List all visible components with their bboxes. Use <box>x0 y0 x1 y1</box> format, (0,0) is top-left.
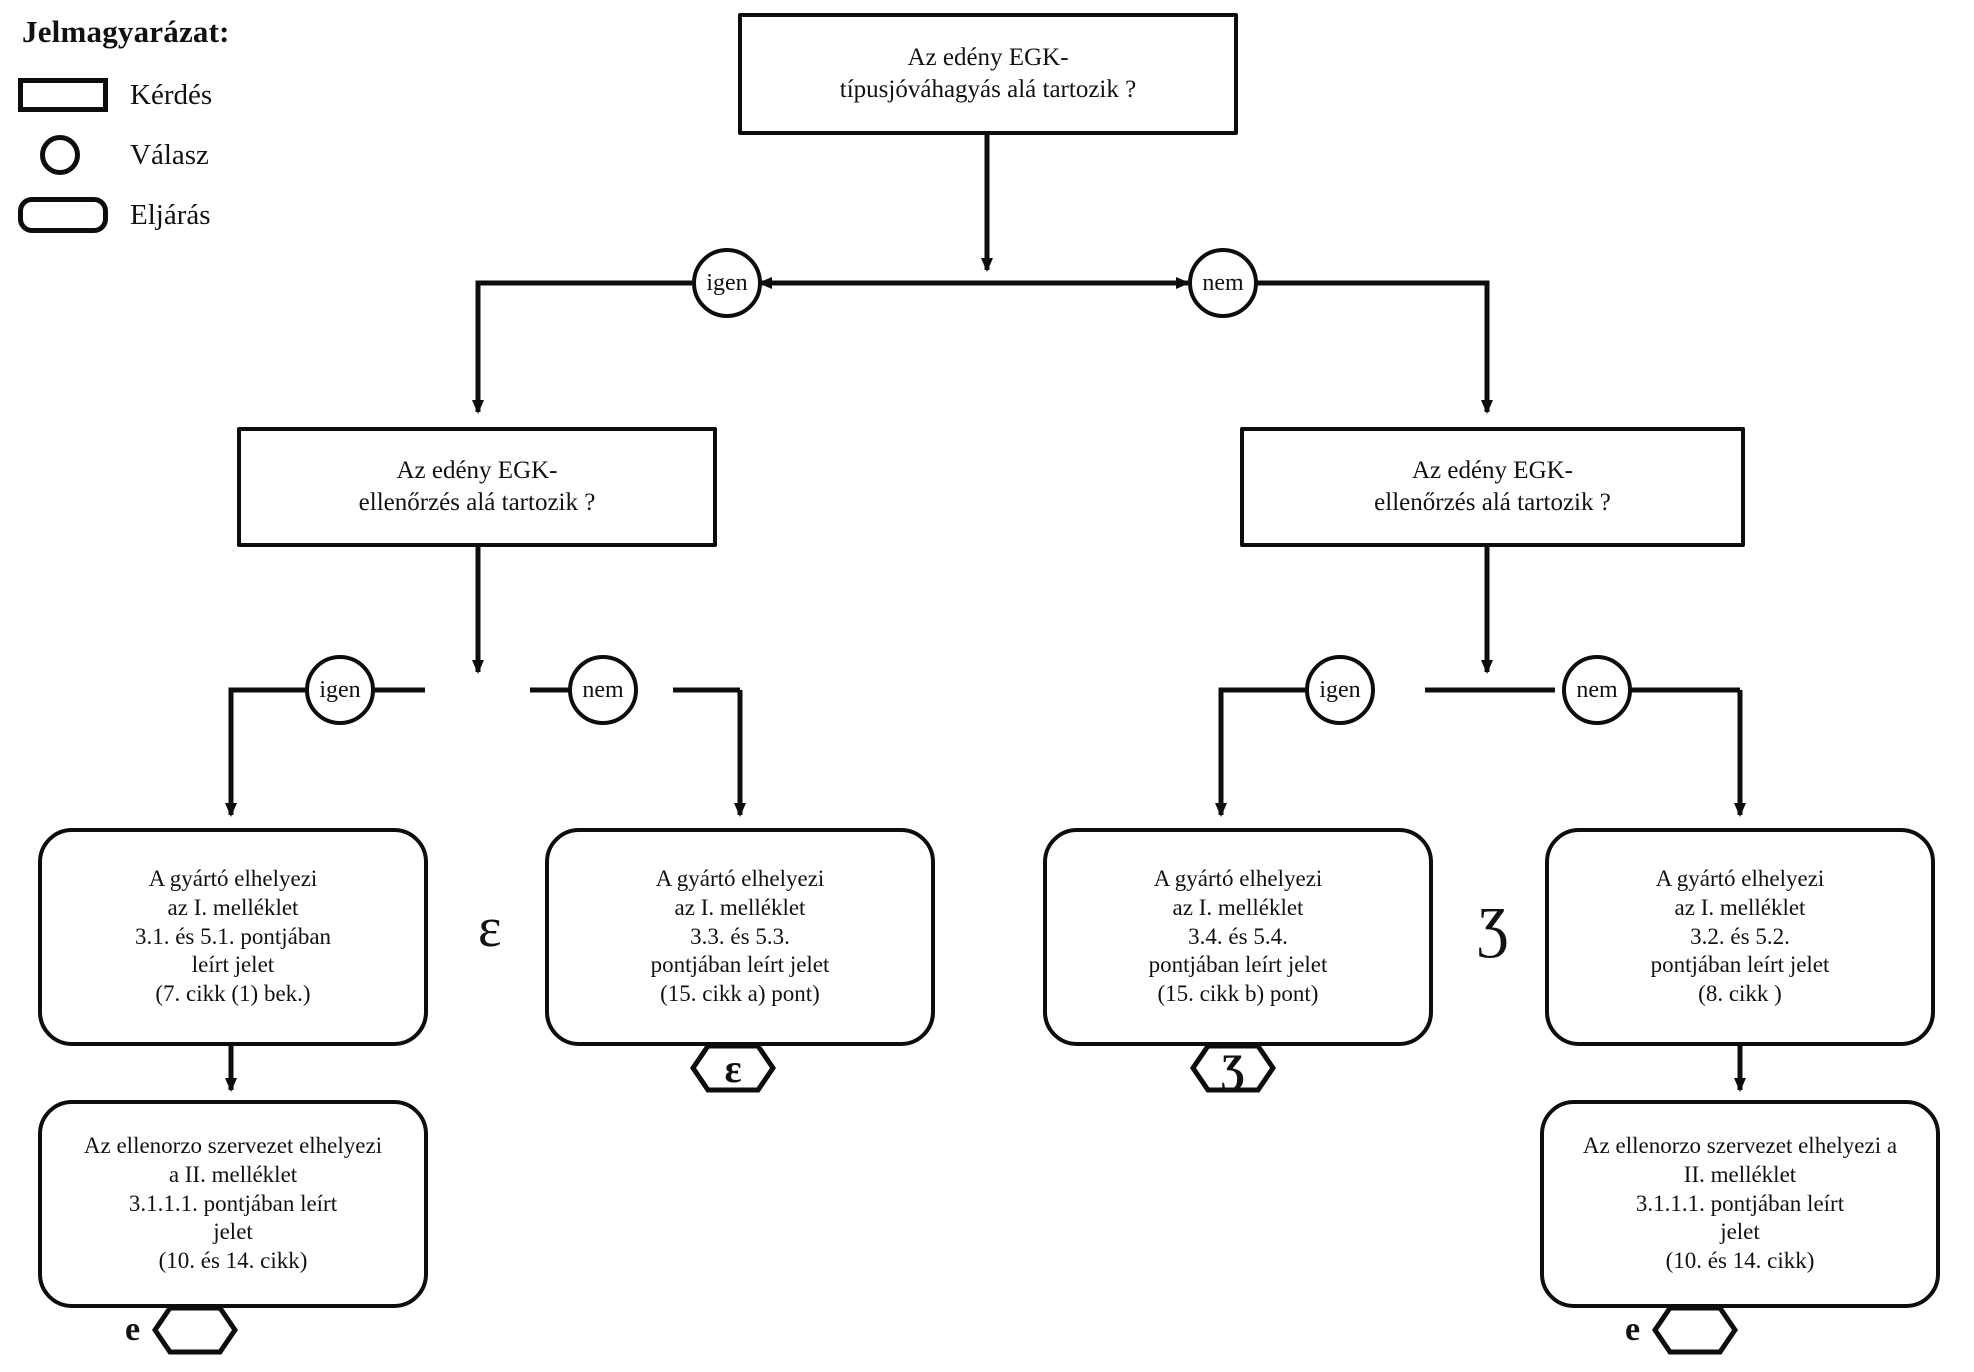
question-left-ellenorzes: Az edény EGK- ellenőrzés alá tartozik ? <box>237 427 717 547</box>
question-shape-icon <box>18 78 108 112</box>
procedure-6: Az ellenorzo szervezet elhelyezi a II. m… <box>1540 1100 1940 1308</box>
hexagon-glyph: Ʒ <box>1221 1045 1245 1091</box>
legend-swatch-circle <box>18 135 122 175</box>
hexagon-mark-bottom-left: e <box>125 1305 239 1355</box>
procedure-shape-icon <box>18 197 108 233</box>
answer-left-igen-text: igen <box>319 677 361 703</box>
legend-title: Jelmagyarázat: <box>22 14 230 49</box>
answer-right-nem: nem <box>1562 655 1632 725</box>
hexagon-mark-bottom-right: e <box>1625 1305 1739 1355</box>
procedure-5: Az ellenorzo szervezet elhelyezi a II. m… <box>38 1100 428 1308</box>
legend: Jelmagyarázat: Kérdés Válasz Eljárás <box>18 14 230 252</box>
answer-shape-icon <box>40 135 80 175</box>
legend-item-question: Kérdés <box>18 72 230 118</box>
answer-root-igen-text: igen <box>706 270 748 296</box>
legend-item-procedure: Eljárás <box>18 192 230 238</box>
answer-left-nem-text: nem <box>582 677 624 703</box>
procedure-3: A gyártó elhelyezi az I. melléklet 3.4. … <box>1043 828 1433 1046</box>
epsilon-mark-left: ε <box>478 897 502 959</box>
procedure-4-text: A gyártó elhelyezi az I. melléklet 3.2. … <box>1650 865 1830 1007</box>
answer-root-igen: igen <box>692 248 762 318</box>
hexagon-prefix-letter: e <box>1625 1311 1641 1348</box>
procedure-5-text: Az ellenorzo szervezet elhelyezi a II. m… <box>83 1132 383 1274</box>
answer-root-nem-text: nem <box>1202 270 1244 296</box>
procedure-2-text: A gyártó elhelyezi az I. melléklet 3.3. … <box>650 865 830 1007</box>
hexagon-icon: Ʒ <box>1190 1043 1276 1093</box>
hexagon-icon <box>152 1305 239 1355</box>
question-root-text: Az edény EGK- típusjóváhagyás alá tartoz… <box>839 43 1137 104</box>
question-right-ellenorzes: Az edény EGK- ellenőrzés alá tartozik ? <box>1240 427 1745 547</box>
answer-left-nem: nem <box>568 655 638 725</box>
hexagon-mark-under-procedure-2: ε <box>690 1043 776 1093</box>
procedure-2: A gyártó elhelyezi az I. melléklet 3.3. … <box>545 828 935 1046</box>
hexagon-icon <box>1652 1305 1739 1355</box>
hexagon-icon: ε <box>690 1043 776 1093</box>
legend-item-answer: Válasz <box>18 132 230 178</box>
answer-left-igen: igen <box>305 655 375 725</box>
hexagon-glyph: ε <box>724 1045 742 1091</box>
procedure-1-text: A gyártó elhelyezi az I. melléklet 3.1. … <box>134 865 332 1007</box>
answer-right-igen: igen <box>1305 655 1375 725</box>
answer-right-nem-text: nem <box>1576 677 1618 703</box>
procedure-6-text: Az ellenorzo szervezet elhelyezi a II. m… <box>1582 1132 1898 1274</box>
legend-label-question: Kérdés <box>130 78 213 111</box>
legend-swatch-rectangle <box>18 78 122 112</box>
legend-swatch-rounded <box>18 197 122 233</box>
hexagon-prefix-letter: e <box>125 1311 141 1348</box>
hexagon-mark-under-procedure-3: Ʒ <box>1190 1043 1276 1093</box>
legend-label-procedure: Eljárás <box>130 198 211 231</box>
legend-label-answer: Válasz <box>130 138 209 171</box>
answer-right-igen-text: igen <box>1319 677 1361 703</box>
procedure-4: A gyártó elhelyezi az I. melléklet 3.2. … <box>1545 828 1935 1046</box>
question-right-text: Az edény EGK- ellenőrzés alá tartozik ? <box>1374 456 1611 517</box>
epsilon-mark-right: Ʒ <box>1478 897 1509 959</box>
procedure-3-text: A gyártó elhelyezi az I. melléklet 3.4. … <box>1148 865 1328 1007</box>
answer-root-nem: nem <box>1188 248 1258 318</box>
question-root: Az edény EGK- típusjóváhagyás alá tartoz… <box>738 13 1238 135</box>
procedure-1: A gyártó elhelyezi az I. melléklet 3.1. … <box>38 828 428 1046</box>
question-left-text: Az edény EGK- ellenőrzés alá tartozik ? <box>358 456 596 517</box>
